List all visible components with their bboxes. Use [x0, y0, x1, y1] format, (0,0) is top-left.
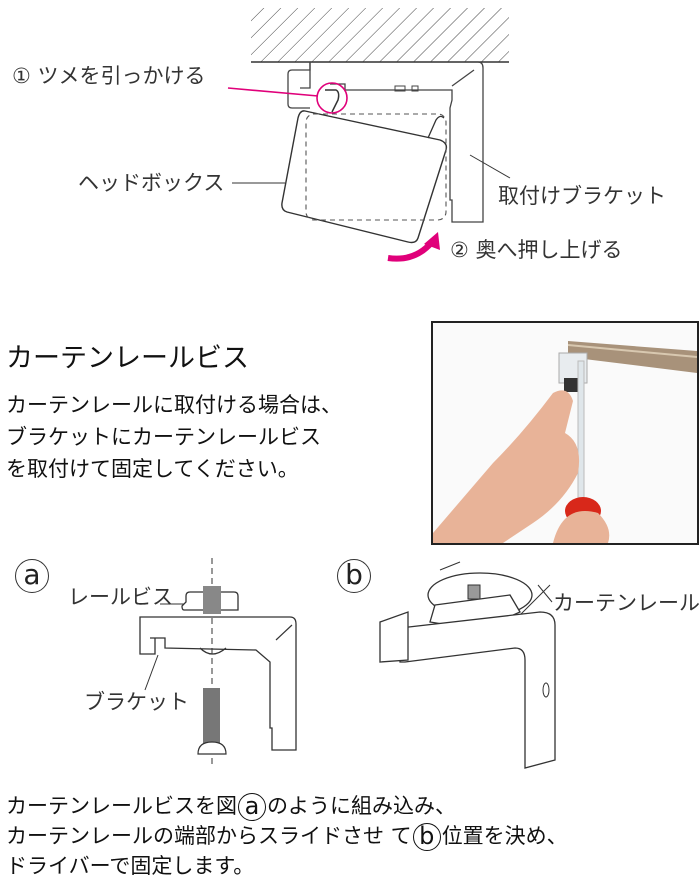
- figure-a-drawing: [139, 558, 297, 765]
- headbox-label: ヘッドボックス: [78, 171, 225, 195]
- figure-b-ref-marker: b: [412, 823, 441, 851]
- bracket-label-a: ブラケット: [84, 690, 189, 714]
- figure-a-marker: a: [15, 559, 49, 593]
- headbox-mount-diagram: [227, 8, 511, 262]
- paragraph-line: を取付けて固定してください。: [6, 457, 299, 481]
- paragraph-line: カーテンレールに取付ける場合は、: [6, 393, 342, 417]
- rail-screw-label: レールビス: [68, 585, 173, 609]
- photo-illustration: [433, 323, 697, 543]
- installation-photo: [431, 321, 699, 545]
- section-title: カーテンレールビス: [6, 343, 249, 374]
- bracket-label: 取付けブラケット: [498, 184, 666, 208]
- step1-label: ① ツメを引っかける: [12, 64, 206, 88]
- step2-label: ② 奥へ押し上げる: [450, 238, 623, 262]
- section-paragraph: カーテンレールに取付ける場合は、 ブラケットにカーテンレールビス を取付けて固定…: [6, 389, 342, 485]
- curtain-rail-label: カーテンレール: [553, 591, 700, 615]
- figure-b-marker: b: [337, 559, 371, 593]
- instruction-line-3: ドライバーで固定します。: [6, 854, 255, 878]
- paragraph-line: ブラケットにカーテンレールビス: [6, 425, 321, 449]
- figure-b-drawing: [379, 561, 556, 769]
- figure-a-ref-marker: a: [238, 793, 266, 821]
